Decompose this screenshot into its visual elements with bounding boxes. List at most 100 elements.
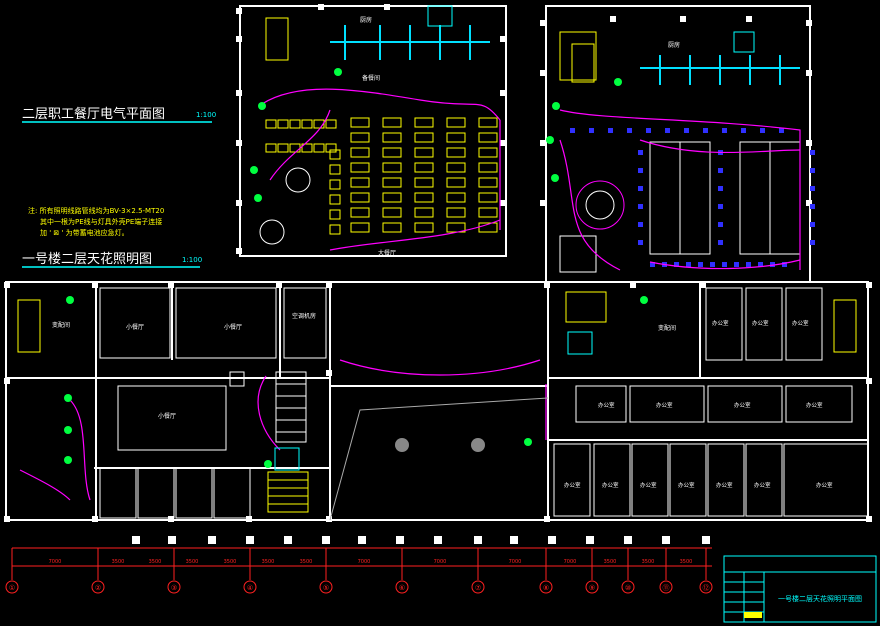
- ceiling-lamp: [718, 222, 723, 227]
- column: [540, 20, 546, 26]
- dining-table: [414, 177, 434, 188]
- column: [544, 282, 550, 288]
- dining-table: [350, 147, 370, 158]
- dining-table: [382, 147, 402, 158]
- dining-table: [414, 192, 434, 203]
- column: [236, 248, 242, 254]
- dining-table: [289, 119, 301, 129]
- kitchen-ducts: [330, 25, 800, 85]
- dining-table: [446, 177, 466, 188]
- ceiling-lamp: [758, 262, 763, 267]
- column: [4, 378, 10, 384]
- room-label-stair-right: 变配间: [658, 324, 676, 332]
- room-outlines: [99, 287, 869, 519]
- ceiling-lamp: [722, 262, 727, 267]
- emergency-light: [551, 174, 559, 182]
- dimension-label: 3500: [680, 559, 693, 565]
- column: [246, 536, 254, 544]
- ceiling-lamp: [718, 186, 723, 191]
- dining-table: [350, 222, 370, 233]
- office-label: 办公室: [716, 481, 733, 489]
- axis-bubble: [395, 580, 409, 594]
- office-label: 办公室: [678, 481, 695, 489]
- dining-table: [350, 177, 370, 188]
- dining-table: [350, 117, 370, 128]
- axis-bubble: [319, 580, 333, 594]
- ceiling-lamp: [665, 128, 670, 133]
- dimension-label: 3500: [262, 559, 275, 565]
- dining-table: [350, 132, 370, 143]
- column: [500, 140, 506, 146]
- column: [92, 516, 98, 522]
- axis-bubble: [5, 580, 19, 594]
- column: [92, 282, 98, 288]
- column: [236, 140, 242, 146]
- dining-table: [414, 132, 434, 143]
- axis-label: ⑩: [625, 584, 631, 592]
- column: [662, 536, 670, 544]
- dining-table: [329, 149, 341, 160]
- room-label-aircon: 空调机房: [292, 312, 316, 320]
- column: [396, 536, 404, 544]
- ceiling-lamp: [810, 204, 815, 209]
- column: [236, 8, 242, 14]
- dining-table: [414, 162, 434, 173]
- ceiling-lamp: [782, 262, 787, 267]
- office-label: 办公室: [656, 401, 673, 409]
- column: [474, 536, 482, 544]
- room-label-small-hall-2: 小餐厅: [224, 323, 242, 331]
- axis-bubble: [585, 580, 599, 594]
- office-label: 办公室: [806, 401, 823, 409]
- column: [806, 70, 812, 76]
- dimension-label: 3500: [642, 559, 655, 565]
- column: [866, 516, 872, 522]
- ceiling-lamp: [710, 262, 715, 267]
- emergency-light: [250, 166, 258, 174]
- dining-table: [446, 207, 466, 218]
- axis-label: ⑫: [703, 584, 710, 592]
- column: [500, 90, 506, 96]
- title-block-drawing-name: 一号楼二层天花照明平面图: [778, 594, 862, 603]
- ceiling-lamp: [608, 128, 613, 133]
- dining-table: [350, 192, 370, 203]
- title-block: [723, 555, 877, 623]
- office-label: 办公室: [752, 319, 769, 327]
- room-label-kitchen-right: 厨房: [668, 41, 680, 49]
- ceiling-lamp: [746, 262, 751, 267]
- dining-table: [329, 164, 341, 175]
- column: [500, 200, 506, 206]
- ceiling-lamp: [650, 262, 655, 267]
- axis-bubble: [699, 580, 713, 594]
- ceiling-lamp: [810, 186, 815, 191]
- ceiling-lamp: [638, 222, 643, 227]
- dining-table: [414, 222, 434, 233]
- dining-table: [382, 162, 402, 173]
- ceiling-lamp: [638, 240, 643, 245]
- column: [326, 282, 332, 288]
- column: [540, 70, 546, 76]
- axis-bubble: [471, 580, 485, 594]
- dining-table: [478, 162, 498, 173]
- dining-table: [313, 143, 325, 153]
- column: [284, 536, 292, 544]
- column: [168, 536, 176, 544]
- ceiling-lamp: [646, 128, 651, 133]
- emergency-light: [64, 456, 72, 464]
- ceiling-lamp: [674, 262, 679, 267]
- dimension-label: 7000: [564, 559, 577, 565]
- building-walls: [5, 5, 869, 521]
- emergency-light: [524, 438, 532, 446]
- lighting-circuits: [19, 88, 801, 501]
- column: [236, 36, 242, 42]
- ceiling-lamp: [810, 150, 815, 155]
- ceiling-lamp: [638, 186, 643, 191]
- column: [168, 282, 174, 288]
- office-label: 办公室: [640, 481, 657, 489]
- dimension-label: 3500: [604, 559, 617, 565]
- dining-table: [313, 119, 325, 129]
- axis-label: ③: [171, 584, 177, 592]
- dining-table: [329, 194, 341, 205]
- hall-lights: [395, 438, 485, 452]
- column: [610, 16, 616, 22]
- dining-table: [329, 209, 341, 220]
